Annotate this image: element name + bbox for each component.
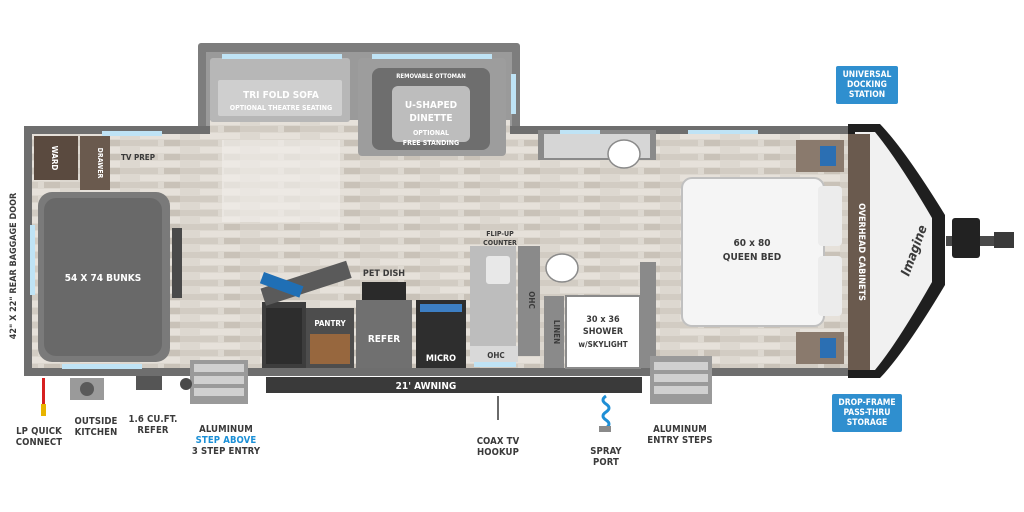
shower-label-2: SHOWER	[583, 327, 624, 337]
dinette-label-3: DINETTE	[409, 113, 452, 124]
wardrobe	[34, 136, 78, 180]
bed-label-1: 60 x 80	[733, 238, 770, 249]
linen-cabinet	[544, 296, 564, 368]
rear-door-label: 42" X 22" REAR BAGGAGE DOOR	[9, 192, 19, 339]
pantry-label: PANTRY	[314, 319, 346, 328]
window	[372, 54, 492, 59]
window	[222, 54, 342, 59]
flip-up-label-2: COUNTER	[483, 239, 517, 247]
shower-label-3: w/SKYLIGHT	[578, 340, 627, 349]
window	[30, 225, 35, 295]
entry-steps-label: ALUMINUM ENTRY STEPS	[647, 424, 713, 446]
window	[560, 130, 600, 134]
dinette-label-1: REMOVABLE OTTOMAN	[396, 73, 466, 80]
drawer-unit	[80, 136, 110, 190]
window	[688, 130, 758, 134]
outside-refer-label: 1.6 CU.FT. REFER	[128, 414, 178, 436]
window	[474, 362, 516, 367]
coax-hookup	[497, 396, 499, 420]
tv-prep-label: TV PREP	[121, 153, 155, 162]
flip-up-label-1: FLIP-UP	[486, 230, 514, 238]
storage-badge: DROP-FRAME PASS-THRU STORAGE	[832, 394, 902, 432]
awning-label: 21' AWNING	[396, 381, 457, 392]
awning	[266, 377, 642, 393]
sofa-label-2: OPTIONAL THEATRE SEATING	[230, 104, 332, 112]
dinette-label-4: OPTIONAL	[413, 129, 449, 137]
refer-label: REFER	[368, 334, 400, 345]
overhead-cabinets	[848, 134, 870, 370]
coax-hookup-label: COAX TV HOOKUP	[476, 436, 520, 458]
toilet	[607, 139, 641, 169]
outside-kitchen-label: OUTSIDE KITCHEN	[74, 416, 118, 438]
pet-dish	[362, 282, 406, 300]
shower-label-1: 30 x 36	[586, 315, 620, 325]
window	[62, 364, 142, 369]
lp-connector	[42, 378, 45, 416]
drawer-label: DRAWER	[96, 148, 104, 179]
docking-station-badge: UNIVERSAL DOCKING STATION	[836, 66, 898, 104]
window	[511, 74, 516, 114]
linen-label: LINEN	[552, 320, 561, 344]
dinette-label-2: U-SHAPED	[405, 100, 457, 111]
overhead-label: OVERHEAD CABINETS	[856, 203, 866, 301]
ohc-vertical-label: OHC	[527, 291, 536, 308]
bed-label-2: QUEEN BED	[723, 252, 781, 263]
dinette-label-5: FREE STANDING	[403, 139, 459, 147]
queen-bed	[681, 177, 825, 327]
outside-refer	[136, 376, 162, 390]
ohc-label: OHC	[487, 351, 504, 360]
bath-sink	[545, 253, 579, 283]
spray-port	[601, 394, 611, 430]
ward-label: WARD	[50, 146, 59, 171]
lp-quick-connect-label: LP QUICK CONNECT	[15, 426, 63, 448]
step-above-label: ALUMINUM STEP ABOVE 3 STEP ENTRY	[191, 424, 261, 457]
sink	[486, 256, 510, 284]
ohc-cabinet	[470, 346, 518, 362]
pet-dish-label: PET DISH	[363, 269, 405, 279]
sofa-label-1: TRI FOLD SOFA	[243, 90, 319, 101]
window	[102, 131, 162, 136]
spray-port-label: SPRAY PORT	[590, 446, 622, 468]
micro-label: MICRO	[426, 354, 456, 364]
ohc-vertical	[518, 246, 540, 356]
tv-lift	[260, 260, 352, 306]
refrigerator	[356, 300, 412, 368]
bunks-label: 54 X 74 BUNKS	[65, 273, 142, 284]
